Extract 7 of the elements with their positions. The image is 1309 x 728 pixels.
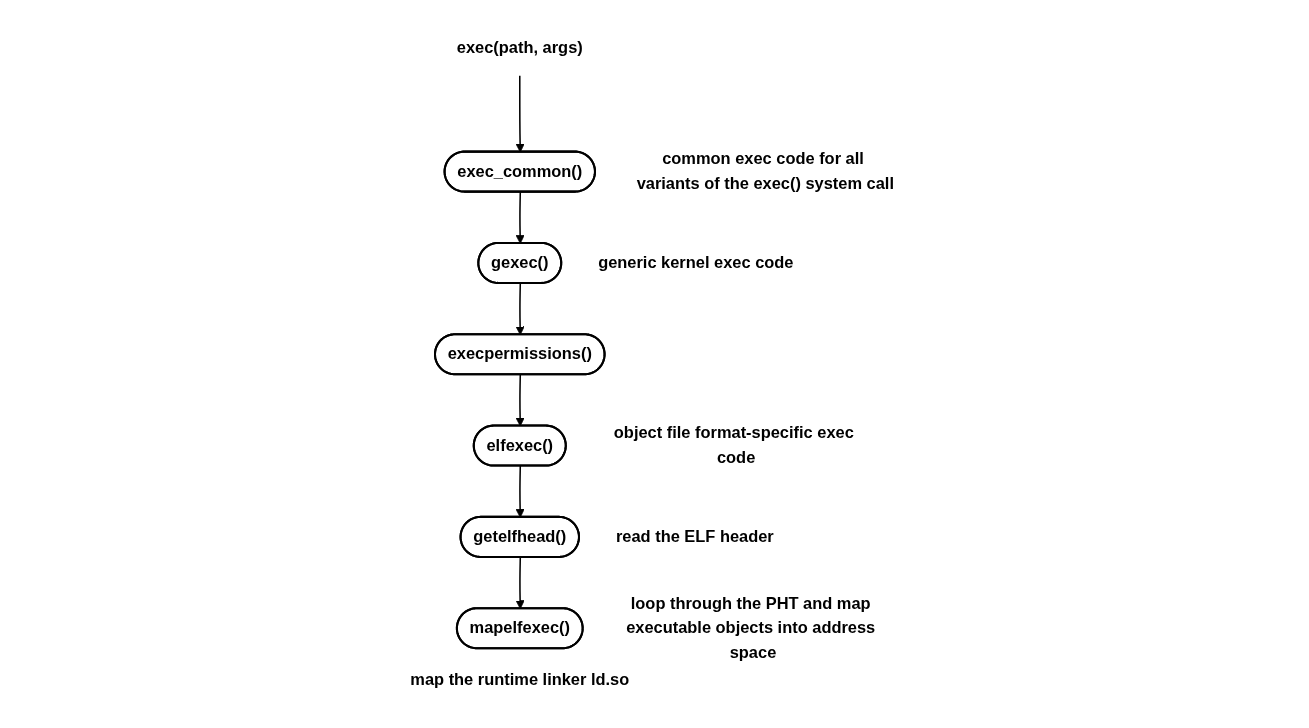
node-label: common exec code for all variants of the exec() system call xyxy=(636,150,894,193)
node-label: map the runtime linker ld.so xyxy=(410,670,630,689)
node-label: read the ELF header xyxy=(615,527,774,546)
node-label: generic kernel exec code xyxy=(598,253,794,272)
node-label: loop through the PHT and map executable objects into address space xyxy=(626,594,876,662)
node-text: exec(path, args) xyxy=(456,38,583,57)
node-label: object file format-specific exec code xyxy=(613,424,854,467)
